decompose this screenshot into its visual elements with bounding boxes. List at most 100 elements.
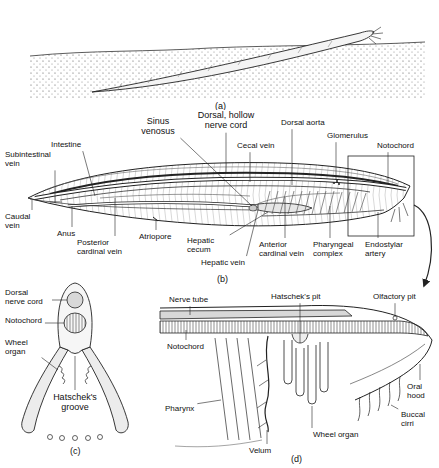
panel-letter: (d)	[290, 454, 303, 464]
part-label: Nerve tube	[168, 295, 209, 304]
leader-line	[197, 400, 221, 404]
part-label: Notochord	[376, 141, 415, 150]
part-label: Intestine	[50, 140, 82, 149]
nerve-tube	[160, 310, 352, 319]
cross-section	[22, 283, 129, 441]
notochord-section	[64, 313, 86, 333]
leader-line	[292, 129, 293, 185]
part-label: Endostylar artery	[364, 240, 414, 258]
longitudinal-section	[28, 156, 431, 286]
leader-line	[267, 430, 268, 444]
part-label: Dorsal nerve cord	[4, 288, 50, 306]
notochord-head	[160, 321, 428, 336]
leader-line	[312, 406, 313, 428]
cirri	[369, 27, 383, 44]
part-label: Oral hood	[406, 382, 438, 400]
leader-line	[247, 210, 258, 256]
leader-line	[55, 170, 56, 203]
part-label: Pharynx	[164, 404, 195, 413]
atriopore	[153, 217, 158, 221]
part-label: Hatschek's pit	[270, 292, 322, 301]
enlargement-arrow	[414, 205, 431, 286]
leader-line	[42, 358, 58, 370]
hood-wall-left	[22, 347, 68, 433]
buccal-cirri	[358, 377, 400, 421]
sinus-venosus	[249, 205, 257, 211]
leader-line	[186, 330, 187, 340]
oral-cirri	[391, 203, 408, 222]
lancelet-body	[92, 31, 374, 92]
part-label: Notochord	[166, 342, 205, 351]
leader-line	[52, 300, 67, 301]
leader-line	[72, 206, 73, 227]
part-label: Wheel organ	[312, 430, 359, 439]
leader-line	[45, 323, 64, 324]
leader-line	[226, 133, 227, 172]
gill-bars	[215, 338, 261, 440]
gill-slits	[264, 191, 366, 214]
leader-line	[420, 364, 421, 380]
enlargement-box	[348, 156, 414, 236]
hood-wall-right	[82, 347, 128, 433]
part-label: Caudal vein	[4, 212, 36, 230]
part-label: Buccal cirri	[400, 410, 439, 428]
leader-line	[285, 197, 286, 238]
glomerulus	[333, 180, 340, 185]
leader-line	[32, 200, 33, 210]
olfactory-pit	[393, 316, 397, 320]
part-label: Olfactory pit	[372, 292, 417, 301]
part-label: Pharyngeal complex	[312, 240, 364, 258]
leader-line	[336, 142, 337, 180]
leader-line	[156, 219, 157, 230]
oral-hood-inner	[350, 344, 425, 384]
subintestinal-vein	[50, 202, 258, 210]
panel-letter: Sinus venosus	[137, 116, 179, 137]
leader-line	[250, 152, 251, 182]
leader-line	[83, 151, 95, 196]
cirri-sections	[48, 435, 103, 441]
part-label: Anus	[56, 229, 76, 238]
dorsal-aorta	[60, 186, 370, 200]
leader-line	[330, 206, 331, 238]
part-label: Dorsal aorta	[280, 118, 326, 127]
part-label: Notochord	[4, 316, 43, 325]
panel-letter: (c)	[69, 446, 82, 456]
leader-line	[388, 152, 389, 184]
nerve-cord-section	[67, 292, 83, 308]
leader-line	[391, 405, 398, 409]
body-outline	[28, 163, 410, 226]
head-enlargement	[160, 305, 432, 446]
panel-letter: Dorsal, hollow nerve cord	[193, 110, 259, 131]
leader-line	[115, 198, 116, 236]
part-label: Cecal vein	[236, 141, 275, 150]
leader-line	[300, 303, 301, 343]
wheel-organ-left	[59, 366, 65, 384]
panel-letter: Hatschek's groove	[49, 392, 101, 413]
leader-line	[75, 356, 76, 390]
wheel-organ-right	[85, 366, 91, 384]
caudal-vein	[30, 199, 62, 202]
part-label: Atriopore	[138, 232, 172, 241]
leader-line	[230, 212, 268, 235]
dorsal-dome	[58, 283, 92, 354]
part-label: Velum	[248, 446, 272, 455]
part-label: Subintestinal vein	[4, 150, 58, 168]
wheel-organ-fingers	[284, 340, 328, 404]
part-label: Posterior cardinal vein	[76, 238, 134, 256]
leader-line	[190, 306, 191, 315]
intestine	[68, 203, 262, 206]
panel-letter: (b)	[216, 274, 229, 284]
velum	[265, 336, 269, 432]
leader-lines	[32, 129, 420, 444]
part-label: Hepatic cecum	[186, 236, 228, 254]
intestine-lumen	[68, 203, 262, 206]
part-label: Hepatic vein	[200, 258, 246, 267]
sand-surface	[30, 42, 425, 56]
part-label: Anterior cardinal vein	[258, 240, 310, 258]
leader-line	[395, 303, 396, 316]
posterior-cardinal-vein	[100, 194, 250, 198]
leader-line	[378, 212, 379, 238]
burrowing-scene	[30, 27, 425, 98]
myomere-lines	[118, 41, 332, 89]
